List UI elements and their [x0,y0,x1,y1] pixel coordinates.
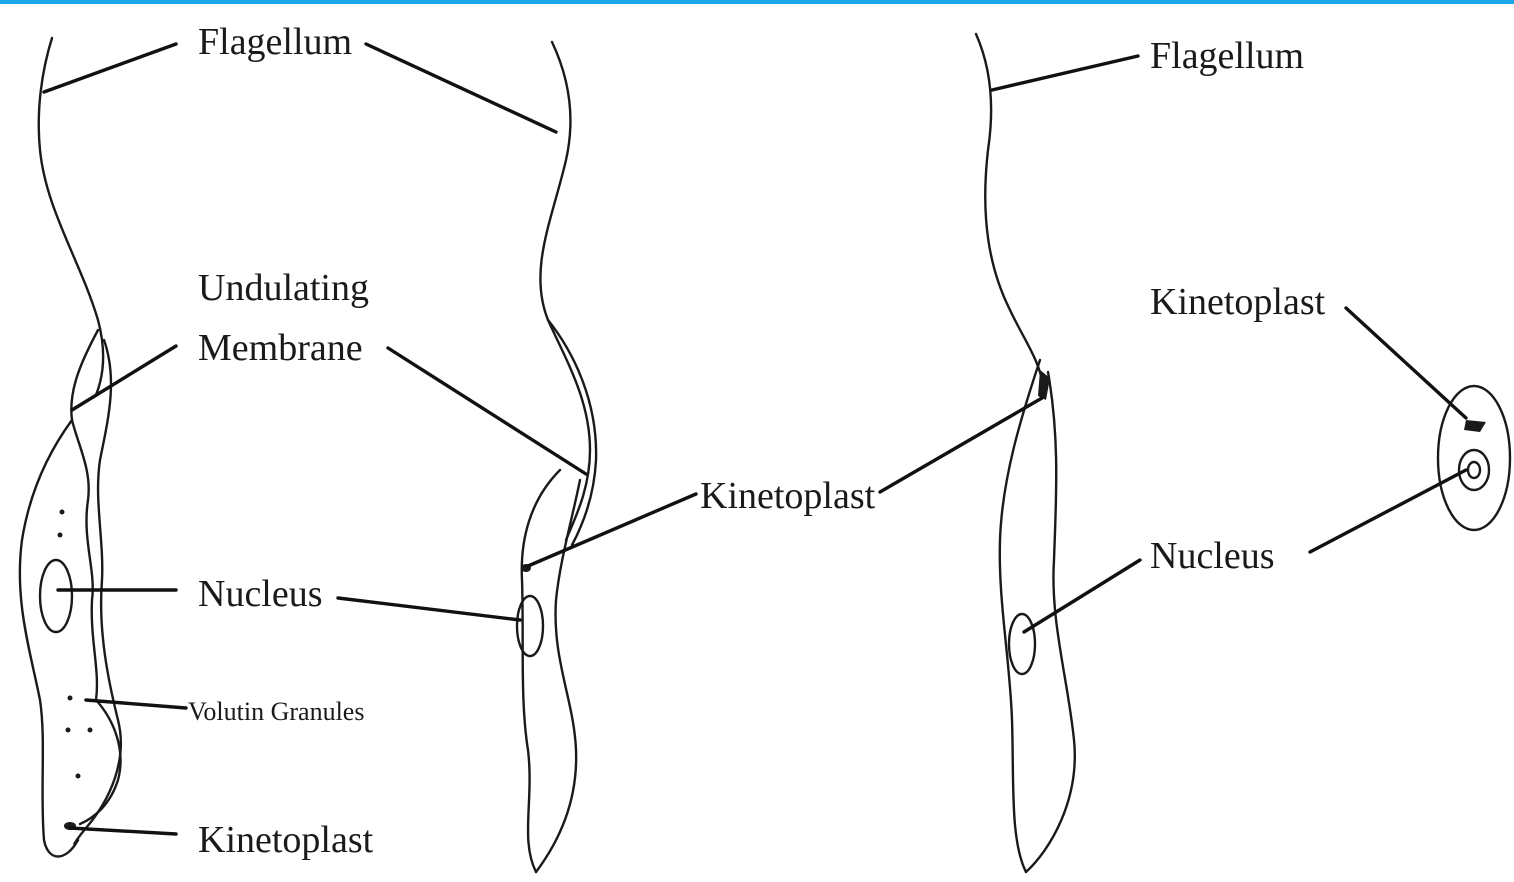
leader-kinetoplast-mid-b [880,398,1042,492]
granule-dot [88,728,93,733]
body-outline-middle-left [522,470,560,872]
label-flagellum-left: Flagellum [198,21,352,63]
body-outline-middle-right [536,480,580,872]
nucleus-middle-organism [517,596,543,656]
leader-undulating-b [388,348,586,474]
leader-flagellum-left-b [366,44,556,132]
granule-dot [66,728,71,733]
label-undulating: Undulating [198,267,369,309]
leader-kinetoplast-mid-a [528,494,696,566]
label-kinetoplast-left: Kinetoplast [198,819,374,861]
leader-kinetoplast-left [70,828,176,834]
amastigote-far-right [1438,386,1510,530]
amastigote-outline [1438,386,1510,530]
promastigote-right [976,34,1075,872]
label-flagellum-right: Flagellum [1150,35,1304,77]
granule-dot [58,533,63,538]
granule-dot [68,696,73,701]
granule-dot [76,774,81,779]
nucleus-left-organism [40,560,72,632]
kinetoplast-dot-amastigote [1464,420,1486,432]
body-outline-left-inner [74,340,121,844]
label-nucleus-right: Nucleus [1150,535,1275,577]
leader-undulating-a [72,346,176,410]
leader-flagellum-right [992,56,1138,90]
label-membrane: Membrane [198,327,363,369]
nucleus-amastigote-inner [1468,462,1480,478]
granule-dot [60,510,65,515]
leader-nucleus-right-a [1024,560,1140,632]
labels: Flagellum Undulating Membrane Nucleus Vo… [188,21,1326,861]
body-outline-left-lobe [80,700,121,824]
leader-nucleus-left-b [338,598,520,620]
trypomastigote-left [20,38,121,857]
leader-flagellum-left-a [44,44,176,92]
label-nucleus-left: Nucleus [198,573,323,615]
body-outline-right-right [1026,372,1075,872]
leader-kinetoplast-right [1346,308,1466,418]
body-outline-right-left [1000,360,1040,872]
undulating-membrane-left [71,330,98,700]
label-kinetoplast-middle: Kinetoplast [700,475,876,517]
body-outline-left-outer [20,420,78,857]
label-kinetoplast-right: Kinetoplast [1150,281,1326,323]
label-volutin-granules: Volutin Granules [188,697,364,726]
leader-nucleus-right-b [1310,470,1466,552]
nucleus-right-organism [1009,614,1035,674]
flagellum-middle-organism [540,42,590,540]
